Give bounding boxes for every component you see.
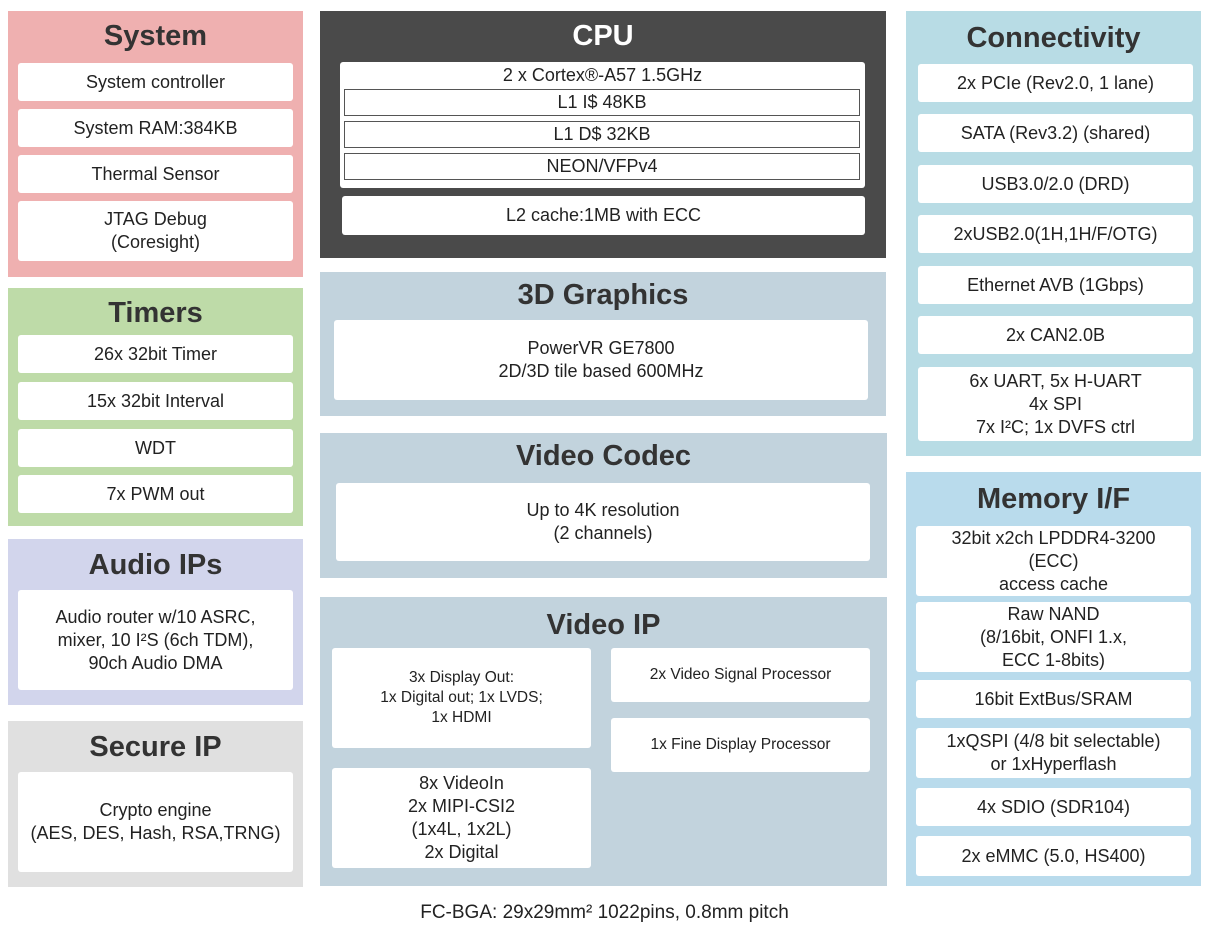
connectivity-panel: Connectivity 2x PCIe (Rev2.0, 1 lane) SA… — [906, 11, 1201, 456]
audio-title: Audio IPs — [88, 549, 223, 581]
connectivity-item: 6x UART, 5x H-UART 4x SPI 7x I²C; 1x DVF… — [918, 367, 1193, 441]
memory-item: 4x SDIO (SDR104) — [916, 788, 1191, 826]
cpu-neon: NEON/VFPv4 — [344, 153, 860, 180]
connectivity-item: 2xUSB2.0(1H,1H/F/OTG) — [918, 215, 1193, 253]
system-item: System RAM:384KB — [18, 109, 293, 147]
system-title: System — [103, 20, 208, 52]
system-panel: System System controller System RAM:384K… — [8, 11, 303, 277]
videoip-item: 2x Video Signal Processor — [611, 648, 870, 702]
audio-panel: Audio IPs Audio router w/10 ASRC, mixer,… — [8, 539, 303, 705]
videoip-panel: Video IP 3x Display Out: 1x Digital out;… — [320, 597, 887, 886]
graphics-item: PowerVR GE7800 2D/3D tile based 600MHz — [334, 320, 868, 400]
graphics-title: 3D Graphics — [517, 279, 689, 311]
codec-panel: Video Codec Up to 4K resolution (2 chann… — [320, 433, 887, 578]
connectivity-title: Connectivity — [966, 22, 1141, 54]
timers-item: 26x 32bit Timer — [18, 335, 293, 373]
memory-panel: Memory I/F 32bit x2ch LPDDR4-3200 (ECC) … — [906, 472, 1201, 886]
connectivity-item: 2x CAN2.0B — [918, 316, 1193, 354]
cpu-core-label: 2 x Cortex®-A57 1.5GHz — [502, 65, 703, 85]
timers-panel: Timers 26x 32bit Timer 15x 32bit Interva… — [8, 288, 303, 526]
memory-item: 1xQSPI (4/8 bit selectable) or 1xHyperfl… — [916, 728, 1191, 778]
audio-item: Audio router w/10 ASRC, mixer, 10 I²S (6… — [18, 590, 293, 690]
timers-item: 7x PWM out — [18, 475, 293, 513]
cpu-title: CPU — [572, 20, 634, 52]
graphics-panel: 3D Graphics PowerVR GE7800 2D/3D tile ba… — [320, 272, 886, 416]
memory-item: 16bit ExtBus/SRAM — [916, 680, 1191, 718]
package-footer: FC-BGA: 29x29mm² 1022pins, 0.8mm pitch — [420, 902, 789, 923]
timers-item: 15x 32bit Interval — [18, 382, 293, 420]
memory-item: 32bit x2ch LPDDR4-3200 (ECC) access cach… — [916, 526, 1191, 596]
secure-panel: Secure IP Crypto engine (AES, DES, Hash,… — [8, 721, 303, 887]
videoip-item: 8x VideoIn 2x MIPI-CSI2 (1x4L, 1x2L) 2x … — [332, 768, 591, 868]
memory-item: Raw NAND (8/16bit, ONFI 1.x, ECC 1-8bits… — [916, 602, 1191, 672]
cpu-panel: CPU 2 x Cortex®-A57 1.5GHz L1 I$ 48KB L1… — [320, 11, 886, 258]
videoip-item: 1x Fine Display Processor — [611, 718, 870, 772]
connectivity-item: 2x PCIe (Rev2.0, 1 lane) — [918, 64, 1193, 102]
cpu-l1i: L1 I$ 48KB — [344, 89, 860, 116]
system-item: System controller — [18, 63, 293, 101]
cpu-l1d: L1 D$ 32KB — [344, 121, 860, 148]
timers-item: WDT — [18, 429, 293, 467]
memory-title: Memory I/F — [976, 483, 1131, 515]
connectivity-item: Ethernet AVB (1Gbps) — [918, 266, 1193, 304]
system-item: Thermal Sensor — [18, 155, 293, 193]
secure-item: Crypto engine (AES, DES, Hash, RSA,TRNG) — [18, 772, 293, 872]
connectivity-item: SATA (Rev3.2) (shared) — [918, 114, 1193, 152]
connectivity-item: USB3.0/2.0 (DRD) — [918, 165, 1193, 203]
memory-item: 2x eMMC (5.0, HS400) — [916, 836, 1191, 876]
cpu-l2: L2 cache:1MB with ECC — [342, 196, 865, 235]
codec-item: Up to 4K resolution (2 channels) — [336, 483, 870, 561]
system-item: JTAG Debug (Coresight) — [18, 201, 293, 261]
codec-title: Video Codec — [515, 440, 692, 472]
videoip-title: Video IP — [546, 609, 661, 641]
videoip-item: 3x Display Out: 1x Digital out; 1x LVDS;… — [332, 648, 591, 748]
secure-title: Secure IP — [89, 731, 222, 763]
timers-title: Timers — [108, 297, 203, 329]
